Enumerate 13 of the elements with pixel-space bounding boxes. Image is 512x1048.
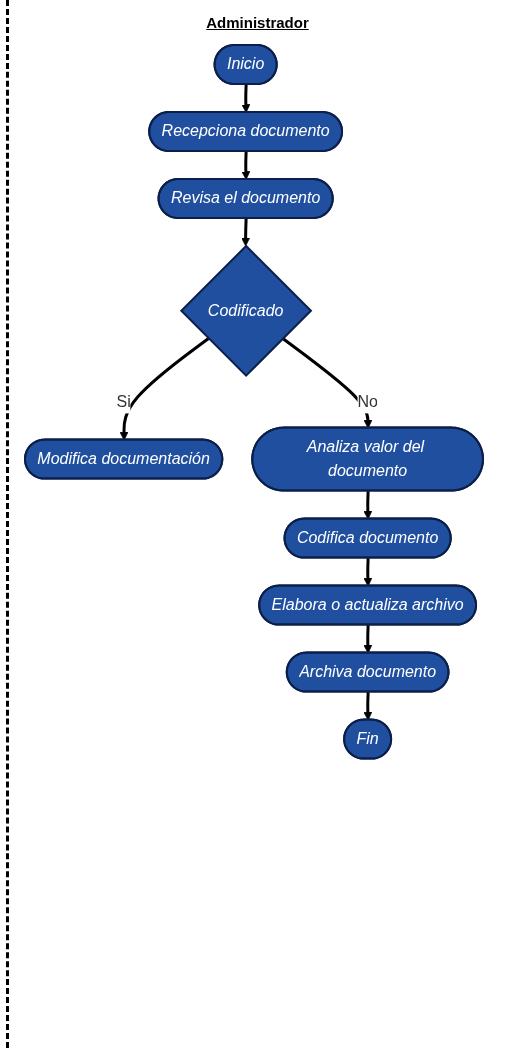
- arrow: [241, 84, 251, 113]
- arrow: [363, 491, 373, 520]
- edge-label: No: [357, 392, 378, 410]
- node-diamond: Codificado: [179, 244, 313, 377]
- arrow: [119, 337, 210, 441]
- lane-title: Administrador: [205, 13, 310, 33]
- arrow: [363, 692, 373, 721]
- edge-label: Si: [116, 392, 131, 410]
- arrow: [241, 218, 251, 247]
- arrow: [241, 151, 251, 180]
- arrow: [363, 625, 373, 654]
- arrow: [281, 337, 373, 429]
- arrow: [363, 558, 373, 587]
